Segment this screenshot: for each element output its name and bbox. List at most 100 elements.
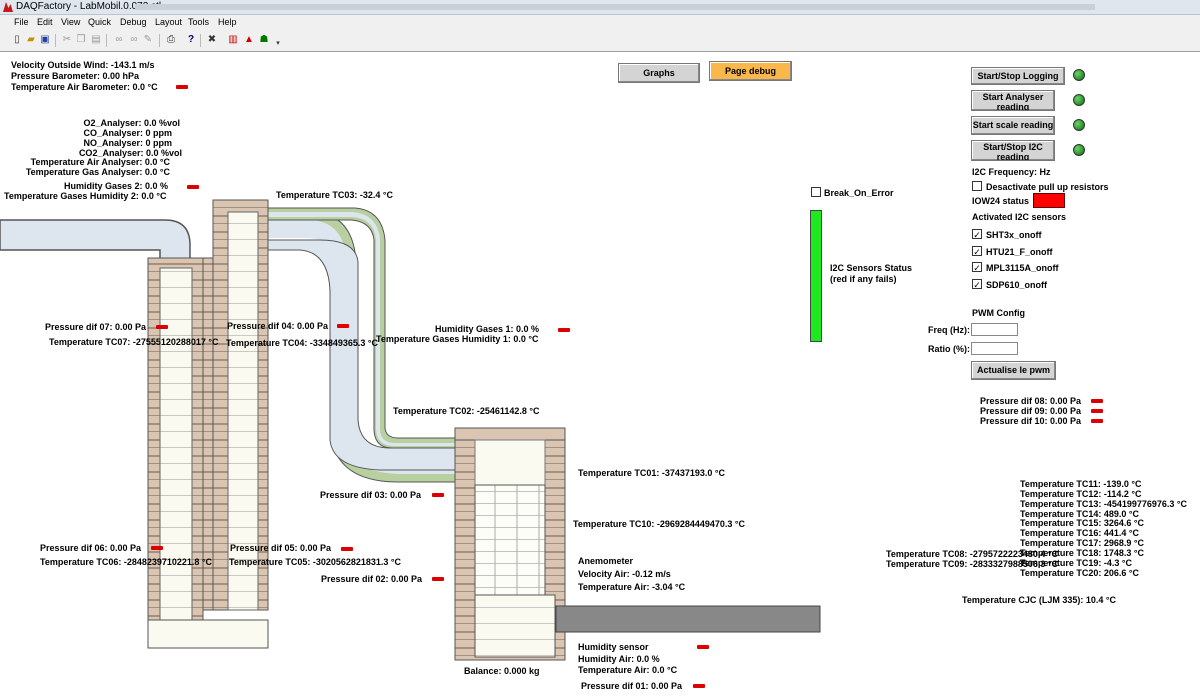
status-indicator xyxy=(693,684,705,688)
temperature-tc16: Temperature TC16: 441.4 °C xyxy=(1020,528,1139,538)
htu21-checkbox[interactable]: ✓ xyxy=(972,246,982,257)
iow24-status-label: IOW24 status xyxy=(972,196,1030,206)
i2c-status-subtitle: (red if any fails) xyxy=(830,274,897,284)
pressure-dif-05: Pressure dif 05: 0.00 Pa xyxy=(230,543,332,553)
window-title: DAQFactory - LabMobil.0.072.ctl xyxy=(16,1,162,12)
temperature-air-humidity: Temperature Air: 0.0 °C xyxy=(578,665,678,675)
paste-icon[interactable]: ▤ xyxy=(91,34,101,45)
freq-input[interactable] xyxy=(971,323,1018,336)
no-analyser: NO_Analyser: 0 ppm xyxy=(83,138,172,148)
temperature-tc20: Temperature TC20: 206.6 °C xyxy=(1020,568,1139,578)
sdp610-label: SDP610_onoff xyxy=(986,280,1048,290)
pressure-dif-01: Pressure dif 01: 0.00 Pa xyxy=(581,681,683,691)
status-indicator xyxy=(1091,399,1103,403)
menu-file[interactable]: File xyxy=(14,17,29,27)
temperature-gases-humidity-1: Temperature Gases Humidity 1: 0.0 °C xyxy=(376,334,539,344)
scale-led xyxy=(1073,119,1085,131)
page-debug-button[interactable]: Page debug xyxy=(709,61,792,81)
network-icon[interactable]: ☗ xyxy=(259,34,269,45)
furnace-ashpit xyxy=(474,594,556,658)
temperature-tc13: Temperature TC13: -454199776976.3 °C xyxy=(1020,499,1188,509)
status-indicator xyxy=(151,546,163,550)
print-icon[interactable]: ⎙ xyxy=(167,34,175,45)
sdp610-checkbox[interactable]: ✓ xyxy=(972,279,982,290)
pressure-dif-06: Pressure dif 06: 0.00 Pa xyxy=(40,543,142,553)
temperature-tc04: Temperature TC04: -334849365.3 °C xyxy=(226,338,379,348)
start-stop-logging-button[interactable]: Start/Stop Logging xyxy=(971,67,1065,85)
unlink-icon[interactable]: ∞ xyxy=(130,34,138,45)
temperature-air-analyser: Temperature Air Analyser: 0.0 °C xyxy=(30,157,170,167)
ratio-label: Ratio (%): xyxy=(928,344,970,354)
furnace-grate xyxy=(474,484,546,596)
bag-icon[interactable]: ▲ xyxy=(244,34,254,45)
balance-value: Balance: 0.000 kg xyxy=(464,666,540,676)
chimney-mid-connector xyxy=(202,257,214,611)
status-indicator xyxy=(337,324,349,328)
temperature-tc15: Temperature TC15: 3264.6 °C xyxy=(1020,518,1144,528)
temperature-tc09: Temperature TC09: -2833327988506.3 °C xyxy=(886,559,1059,569)
menu-edit[interactable]: Edit xyxy=(37,17,53,27)
temperature-gases-humidity-2: Temperature Gases Humidity 2: 0.0 °C xyxy=(4,191,167,201)
duct-blue-mid xyxy=(257,239,479,471)
graphs-button[interactable]: Graphs xyxy=(618,63,700,83)
status-indicator xyxy=(1091,419,1103,423)
help-icon[interactable]: ? xyxy=(187,34,195,45)
humidity-sensor-label: Humidity sensor xyxy=(578,642,649,652)
menu-tools[interactable]: Tools xyxy=(188,17,210,27)
ratio-input[interactable] xyxy=(971,342,1018,355)
anemometer-label: Anemometer xyxy=(578,556,634,566)
status-indicator xyxy=(558,328,570,332)
analyser-led xyxy=(1073,94,1085,106)
new-icon[interactable]: ▯ xyxy=(14,34,20,45)
furnace-chamber xyxy=(474,439,546,486)
open-icon[interactable]: ▰ xyxy=(27,34,35,45)
actualise-pwm-button[interactable]: Actualise le pwm xyxy=(971,361,1056,380)
humidity-gases-2: Humidity Gases 2: 0.0 % xyxy=(64,181,169,191)
iow24-status-indicator xyxy=(1033,193,1065,208)
menu-layout[interactable]: Layout xyxy=(155,17,183,27)
temperature-tc14: Temperature TC14: 489.0 °C xyxy=(1020,509,1139,519)
chart-icon[interactable]: ▥ xyxy=(228,34,238,45)
temperature-tc03: Temperature TC03: -32.4 °C xyxy=(276,190,393,200)
humidity-air: Humidity Air: 0.0 % xyxy=(578,654,660,664)
pressure-dif-09: Pressure dif 09: 0.00 Pa xyxy=(980,406,1082,416)
tools-icon[interactable]: ✖ xyxy=(207,34,217,45)
menu-view[interactable]: View xyxy=(61,17,81,27)
menu-debug[interactable]: Debug xyxy=(120,17,147,27)
start-analyser-button[interactable]: Start Analyser reading xyxy=(971,90,1055,111)
toolbar-separator xyxy=(55,34,56,47)
cut-icon[interactable]: ✂ xyxy=(62,34,72,45)
link-icon[interactable]: ∞ xyxy=(115,34,123,45)
temperature-cjc: Temperature CJC (LJM 335): 10.4 °C xyxy=(962,595,1116,605)
sht3x-checkbox[interactable]: ✓ xyxy=(972,229,982,240)
save-icon[interactable]: ▣ xyxy=(40,34,50,45)
pressure-barometer: Pressure Barometer: 0.00 hPa xyxy=(11,71,140,81)
start-stop-i2c-button[interactable]: Start/Stop I2C reading xyxy=(971,140,1055,161)
daqfactory-logo-icon xyxy=(3,2,13,12)
menu-help[interactable]: Help xyxy=(218,17,237,27)
mpl3115a-checkbox[interactable]: ✓ xyxy=(972,262,982,273)
deactivate-pullup-checkbox[interactable] xyxy=(972,181,982,191)
temperature-tc07: Temperature TC07: -27555120288017 °C xyxy=(49,337,219,347)
chimney-left-inner xyxy=(159,267,193,641)
status-indicator xyxy=(341,547,353,551)
toolbar-separator xyxy=(106,34,107,47)
velocity-air: Velocity Air: -0.12 m/s xyxy=(578,569,671,579)
i2c-frequency: I2C Frequency: Hz xyxy=(972,167,1051,177)
break-on-error-checkbox[interactable] xyxy=(811,187,821,197)
start-scale-button[interactable]: Start scale reading xyxy=(971,116,1055,135)
toolbar-separator xyxy=(159,34,160,47)
status-indicator xyxy=(432,493,444,497)
toolbar-overflow-icon[interactable]: ▾ xyxy=(276,40,280,47)
copy-icon[interactable]: ❐ xyxy=(76,34,86,45)
activated-i2c-sensors-label: Activated I2C sensors xyxy=(972,212,1067,222)
temperature-tc18: Temperature TC18: 1748.3 °C xyxy=(1020,548,1144,558)
temperature-air-barometer: Temperature Air Barometer: 0.0 °C xyxy=(11,82,158,92)
deactivate-pullup-label: Desactivate pull up resistors xyxy=(986,182,1109,192)
taskbar-strip xyxy=(135,4,1095,10)
brush-icon[interactable]: ✎ xyxy=(143,34,153,45)
menu-quick[interactable]: Quick xyxy=(88,17,112,27)
chimney-left-base xyxy=(147,619,269,649)
balance-platform xyxy=(555,605,821,633)
